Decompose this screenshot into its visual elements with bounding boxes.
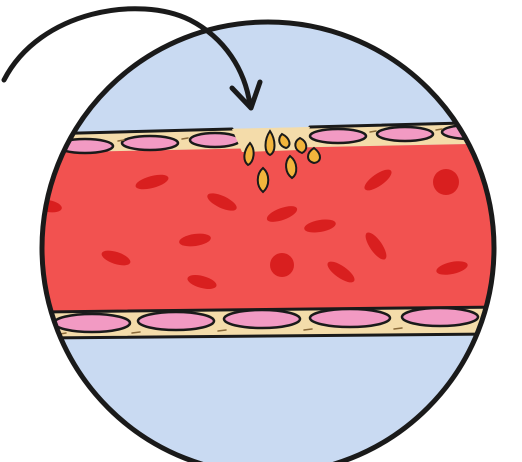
endothelial-cell	[377, 127, 433, 141]
vessel-cross-section	[20, 122, 520, 339]
platelet	[266, 131, 275, 155]
endothelial-cell	[442, 125, 498, 139]
endothelial-cell	[122, 136, 178, 150]
texture-dash	[394, 328, 402, 329]
texture-dash	[218, 330, 226, 331]
texture-dash	[304, 329, 312, 330]
endothelial-cell	[310, 129, 366, 143]
texture-dash	[118, 140, 124, 141]
endothelial-cell	[402, 308, 478, 326]
texture-dash	[370, 131, 376, 132]
endothelial-cell	[138, 312, 214, 330]
endothelial-cell	[190, 133, 240, 147]
endothelial-cell	[54, 314, 130, 332]
platelet	[295, 138, 306, 153]
endothelial-cell	[224, 310, 300, 328]
texture-dash	[436, 129, 442, 130]
endothelial-cell	[310, 309, 390, 327]
texture-dash	[132, 332, 140, 333]
platelet	[258, 168, 269, 192]
red-blood-cell	[270, 253, 294, 277]
vessel-lumen	[20, 143, 520, 311]
red-blood-cell	[433, 169, 459, 195]
texture-dash	[182, 138, 188, 139]
